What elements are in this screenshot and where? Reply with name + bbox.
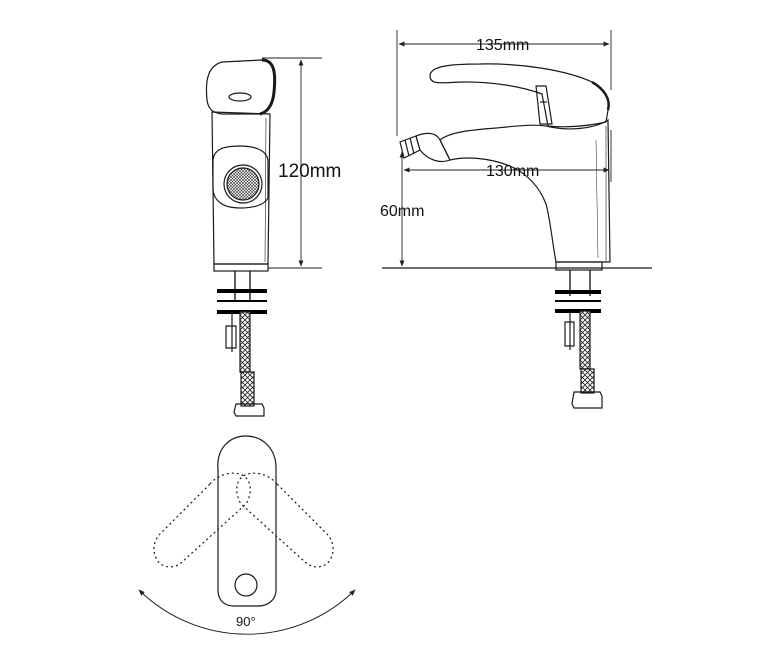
front-handle	[205, 59, 276, 115]
side-hose	[579, 310, 591, 370]
front-hose	[239, 311, 251, 373]
side-view	[382, 63, 652, 409]
front-height-dimension	[262, 57, 322, 269]
front-hose-fitting	[240, 371, 255, 407]
side-hose-fitting	[580, 368, 595, 394]
top-view	[138, 435, 356, 635]
front-hose-nut	[233, 403, 265, 417]
spout-reach-label: 130mm	[486, 163, 539, 180]
handle-rotated-left	[153, 472, 251, 568]
front-handle-shadow	[259, 58, 277, 116]
side-body	[439, 118, 611, 263]
front-nut	[225, 325, 237, 349]
total-height-label: 120mm	[278, 161, 341, 182]
side-dimensions	[396, 30, 612, 267]
side-handle	[429, 63, 610, 128]
rotation-angle-label: 90°	[236, 614, 256, 629]
side-hose-nut	[571, 391, 603, 409]
aerator-mesh	[226, 167, 260, 201]
handle-rotated-right	[236, 472, 334, 568]
spout-height-label: 60mm	[380, 203, 424, 220]
side-cartridge	[535, 85, 553, 125]
side-nut	[564, 321, 575, 347]
rotation-arc	[138, 589, 356, 635]
front-spout	[212, 145, 269, 209]
front-base	[213, 263, 269, 272]
front-view	[205, 58, 277, 417]
handle-indicator	[228, 92, 252, 102]
total-length-label: 135mm	[476, 37, 529, 54]
handle-top-cap	[234, 573, 258, 597]
handle-top	[217, 435, 277, 607]
side-base	[555, 261, 603, 271]
